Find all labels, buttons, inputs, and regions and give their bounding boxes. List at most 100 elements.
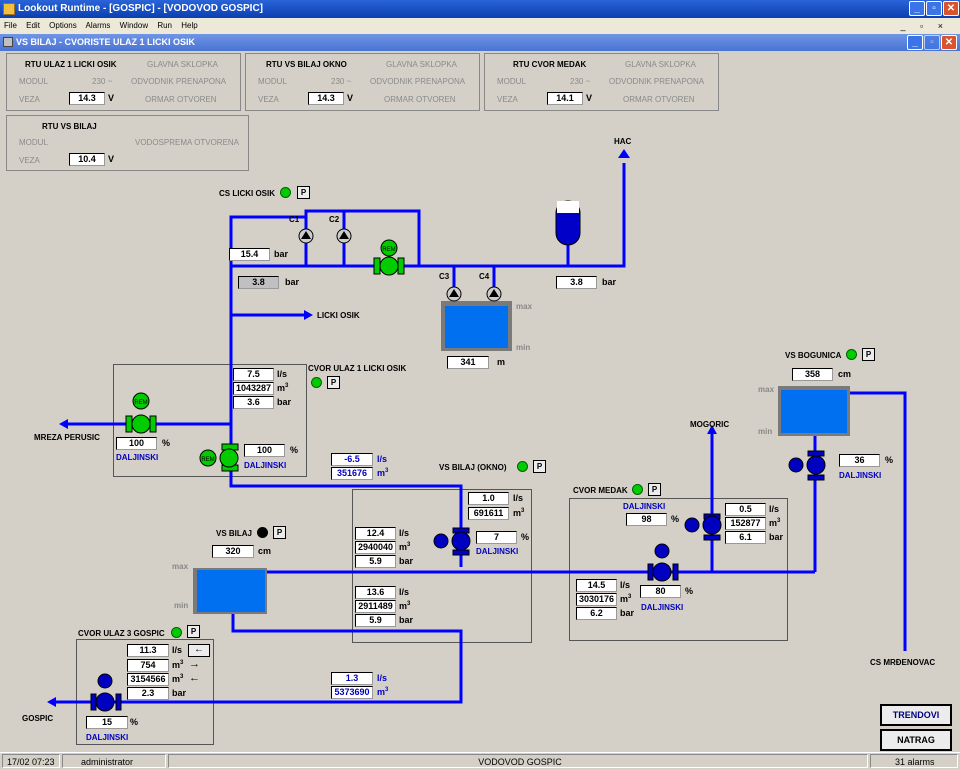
tank-min-label: min xyxy=(174,601,189,610)
total-value: 754 xyxy=(127,659,169,672)
unit-ls: l/s xyxy=(769,504,780,514)
status-user: administrator xyxy=(62,754,166,768)
unit-pct: % xyxy=(290,445,299,455)
cvor-ulaz3-frame xyxy=(76,639,214,745)
flow-value: 13.6 xyxy=(355,586,396,599)
window-titlebar: Lookout Runtime - [GOSPIC] - [VODOVOD GO… xyxy=(0,0,960,18)
unit-m3: m3 xyxy=(377,687,389,697)
pressure-value: 3.8 xyxy=(238,276,279,289)
rtu-side-text: GLAVNA SKLOPKA xyxy=(386,60,457,69)
window-title: Lookout Runtime - [GOSPIC] - [VODOVOD GO… xyxy=(18,3,263,14)
unit-ls: l/s xyxy=(620,580,631,590)
status-alarms[interactable]: 31 alarms xyxy=(870,754,958,768)
vs-bilaj-label: VS BILAJ xyxy=(216,529,253,538)
rtu-panel-vs-bilaj: RTU VS BILAJ MODUL VEZA 10.4 V VODOSPREM… xyxy=(6,115,249,171)
unit-bar: bar xyxy=(620,608,635,618)
menu-edit[interactable]: Edit xyxy=(26,21,40,30)
unit-m3: m3 xyxy=(399,601,411,611)
cvor-medak-frame xyxy=(569,498,788,641)
rtu-side-text: ODVODNIK PRENAPONA xyxy=(131,77,227,86)
child-close-button[interactable]: ✕ xyxy=(941,35,957,50)
cs-licki-osik-label: CS LICKI OSIK xyxy=(219,189,276,198)
unit-bar: bar xyxy=(602,277,617,287)
trendovi-button[interactable]: TRENDOVI xyxy=(880,704,952,726)
total-value: 3030176 xyxy=(576,593,617,606)
total-value: 351676 xyxy=(331,467,373,480)
rtu-side-text: ODVODNIK PRENAPONA xyxy=(370,77,466,86)
natrag-button[interactable]: NATRAG xyxy=(880,729,952,751)
c2-label: C2 xyxy=(329,215,340,224)
tank-max-label: max xyxy=(516,302,533,311)
rtu-veza-label: VEZA xyxy=(258,95,279,104)
unit-bar: bar xyxy=(399,556,414,566)
pressure-value: 2.3 xyxy=(127,687,169,700)
c1-label: C1 xyxy=(289,215,300,224)
p-button[interactable]: P xyxy=(327,376,340,389)
child-minimize-button[interactable]: _ xyxy=(907,35,923,50)
minimize-button[interactable]: _ xyxy=(909,1,925,16)
status-indicator xyxy=(632,484,643,495)
valve-opening-value: 98 xyxy=(626,513,667,526)
p-button[interactable]: P xyxy=(648,483,661,496)
mdi-controls[interactable]: _ ▫ × xyxy=(900,21,949,31)
pressure-value: 3.8 xyxy=(556,276,597,289)
arrow-left-icon: ← xyxy=(189,672,200,684)
menu-bar: File Edit Options Alarms Window Run Help… xyxy=(0,18,960,34)
child-window-title: VS BILAJ - CVORISTE ULAZ 1 LICKI OSIK xyxy=(16,37,196,47)
menu-options[interactable]: Options xyxy=(49,21,77,30)
rtu-veza-unit: V xyxy=(347,93,354,103)
close-button[interactable]: ✕ xyxy=(943,1,959,16)
unit-m3: m3 xyxy=(769,518,781,528)
status-indicator xyxy=(257,527,268,538)
unit-ls: l/s xyxy=(277,369,288,379)
tank-level-value: 320 xyxy=(212,545,254,558)
piping-diagram xyxy=(47,149,907,707)
unit-m3: m3 xyxy=(172,660,184,670)
rtu-veza-value: 14.3 xyxy=(308,92,344,105)
pressure-value: 6.1 xyxy=(725,531,766,544)
unit-pct: % xyxy=(162,438,171,448)
mreza-perusic-label: MREZA PERUSIC xyxy=(34,433,100,442)
rtu-veza-value: 10.4 xyxy=(69,153,105,166)
daljinski-label: DALJINSKI xyxy=(476,547,519,556)
rtu-side-text: VODOSPREMA OTVORENA xyxy=(135,138,240,147)
menu-alarms[interactable]: Alarms xyxy=(85,21,111,30)
rtu-veza-label: VEZA xyxy=(19,156,40,165)
flow-value: 0.5 xyxy=(725,503,766,516)
rtu-title: RTU CVOR MEDAK xyxy=(513,60,587,69)
pressure-value: 5.9 xyxy=(355,555,396,568)
tank-min-label: min xyxy=(516,343,531,352)
p-button[interactable]: P xyxy=(862,348,875,361)
unit-pct: % xyxy=(130,717,139,727)
rtu-title: RTU VS BILAJ OKNO xyxy=(266,60,347,69)
flow-value: -6.5 xyxy=(331,453,373,466)
flow-value: 12.4 xyxy=(355,527,396,540)
rtu-side-text: ODVODNIK PRENAPONA xyxy=(609,77,705,86)
valve-opening-value: 36 xyxy=(839,454,880,467)
unit-pct: % xyxy=(521,532,530,542)
maximize-button[interactable]: ▫ xyxy=(926,1,942,16)
menu-window[interactable]: Window xyxy=(119,21,149,30)
unit-ls: l/s xyxy=(377,454,388,464)
rtu-modul-label: MODUL xyxy=(497,77,526,86)
unit-m3: m3 xyxy=(513,508,525,518)
unit-ls: l/s xyxy=(377,673,388,683)
rtu-side-text: ORMAR OTVOREN xyxy=(623,95,695,104)
daljinski-label: DALJINSKI xyxy=(86,733,129,742)
child-maximize-button[interactable]: ▫ xyxy=(924,35,940,50)
p-button[interactable]: P xyxy=(533,460,546,473)
menu-run[interactable]: Run xyxy=(157,21,173,30)
p-button[interactable]: P xyxy=(273,526,286,539)
c4-label: C4 xyxy=(479,272,490,281)
status-indicator xyxy=(171,627,182,638)
svg-text:REM: REM xyxy=(134,400,147,406)
menu-help[interactable]: Help xyxy=(181,21,198,30)
p-button[interactable]: P xyxy=(187,625,200,638)
pressure-value: 3.6 xyxy=(233,396,274,409)
rtu-modul-value: 230 ~ xyxy=(331,77,352,86)
p-button[interactable]: P xyxy=(297,186,310,199)
menu-file[interactable]: File xyxy=(4,21,17,30)
unit-cm: cm xyxy=(258,546,272,556)
valve-opening-value: 100 xyxy=(244,444,285,457)
svg-text:REM: REM xyxy=(382,247,395,253)
